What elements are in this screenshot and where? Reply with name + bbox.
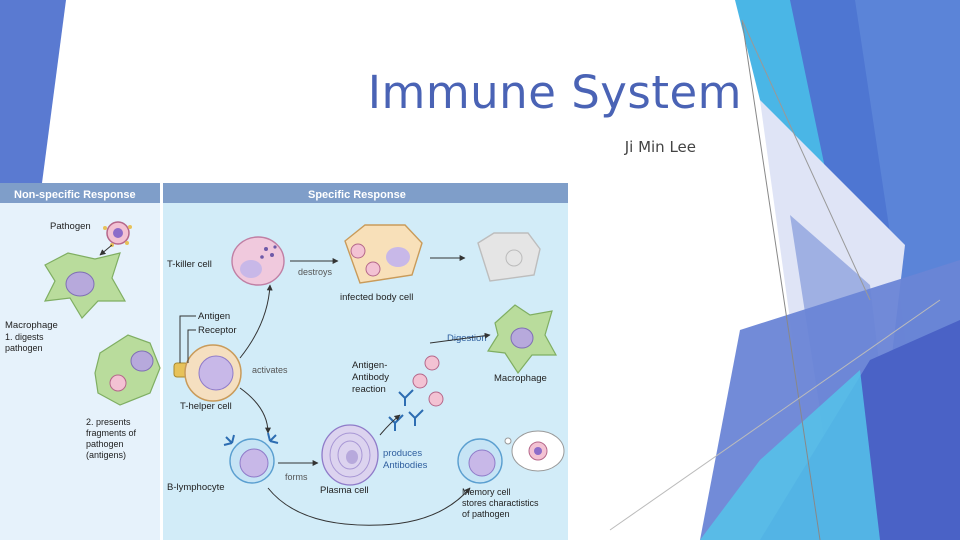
- produces-label-2: Antibodies: [383, 460, 428, 471]
- antigen-antibody-label-1: Antigen-: [352, 360, 387, 371]
- plasma-cell-icon: [321, 424, 379, 486]
- infected-body-cell-icon: [344, 224, 423, 284]
- presents-label-3: pathogen: [86, 439, 124, 449]
- t-helper-label: T-helper cell: [180, 401, 232, 412]
- digests-label-2: pathogen: [5, 343, 43, 353]
- b-lymphocyte-label: B-lymphocyte: [167, 482, 225, 493]
- presents-label-4: (antigens): [86, 450, 126, 460]
- activates-label: activates: [252, 365, 288, 375]
- right-panel-header-bar: [163, 183, 568, 203]
- macrophage-icon: [43, 252, 127, 319]
- digests-label-1: 1. digests: [5, 332, 44, 342]
- presents-label-1: 2. presents: [86, 417, 131, 427]
- immune-response-diagram: Non-specific Response Specific Response …: [0, 183, 568, 540]
- antigen-antibody-label-2: Antibody: [352, 372, 389, 383]
- macrophage-label-left: Macrophage: [5, 320, 58, 331]
- memory-label-3: of pathogen: [462, 509, 510, 519]
- forms-label: forms: [285, 472, 308, 482]
- slide-subtitle: Ji Min Lee: [624, 138, 696, 156]
- infected-cell-label: infected body cell: [340, 292, 413, 303]
- memory-cell-icon: [457, 438, 503, 484]
- antigen-antibody-label-3: reaction: [352, 384, 386, 395]
- macrophage-right-icon: [486, 304, 558, 375]
- b-lymphocyte-icon: [223, 432, 279, 484]
- destroyed-cell-icon: [477, 232, 541, 282]
- memory-label-2: stores charactistics: [462, 498, 539, 508]
- slide-title: Immune System: [367, 66, 742, 119]
- destroys-label: destroys: [298, 267, 333, 277]
- left-panel-header: Non-specific Response: [14, 189, 136, 201]
- pathogen-label: Pathogen: [50, 221, 91, 232]
- deco-line-1: [741, 19, 821, 540]
- macrophage-label-right: Macrophage: [494, 373, 547, 384]
- right-panel-header: Specific Response: [308, 189, 406, 201]
- left-accent-band: [0, 0, 66, 183]
- pathogen-icon: [103, 221, 132, 247]
- plasma-cell-label: Plasma cell: [320, 485, 369, 496]
- produces-label-1: produces: [383, 448, 422, 459]
- deco-line-3: [609, 299, 941, 531]
- antigen-label: Antigen: [198, 311, 230, 322]
- thought-bubble-icon: [504, 430, 565, 472]
- t-killer-label: T-killer cell: [167, 259, 212, 270]
- memory-label-1: Memory cell: [462, 487, 511, 497]
- t-killer-cell-icon: [231, 236, 285, 286]
- lower-cyan-facet: [700, 370, 880, 540]
- deco-line-2: [741, 19, 871, 301]
- presents-label-2: fragments of: [86, 428, 137, 438]
- left-panel-header-bar: [0, 183, 160, 203]
- macrophage-presenting-icon: [94, 334, 189, 406]
- receptor-label: Receptor: [198, 325, 237, 336]
- t-helper-cell-icon: [184, 344, 242, 402]
